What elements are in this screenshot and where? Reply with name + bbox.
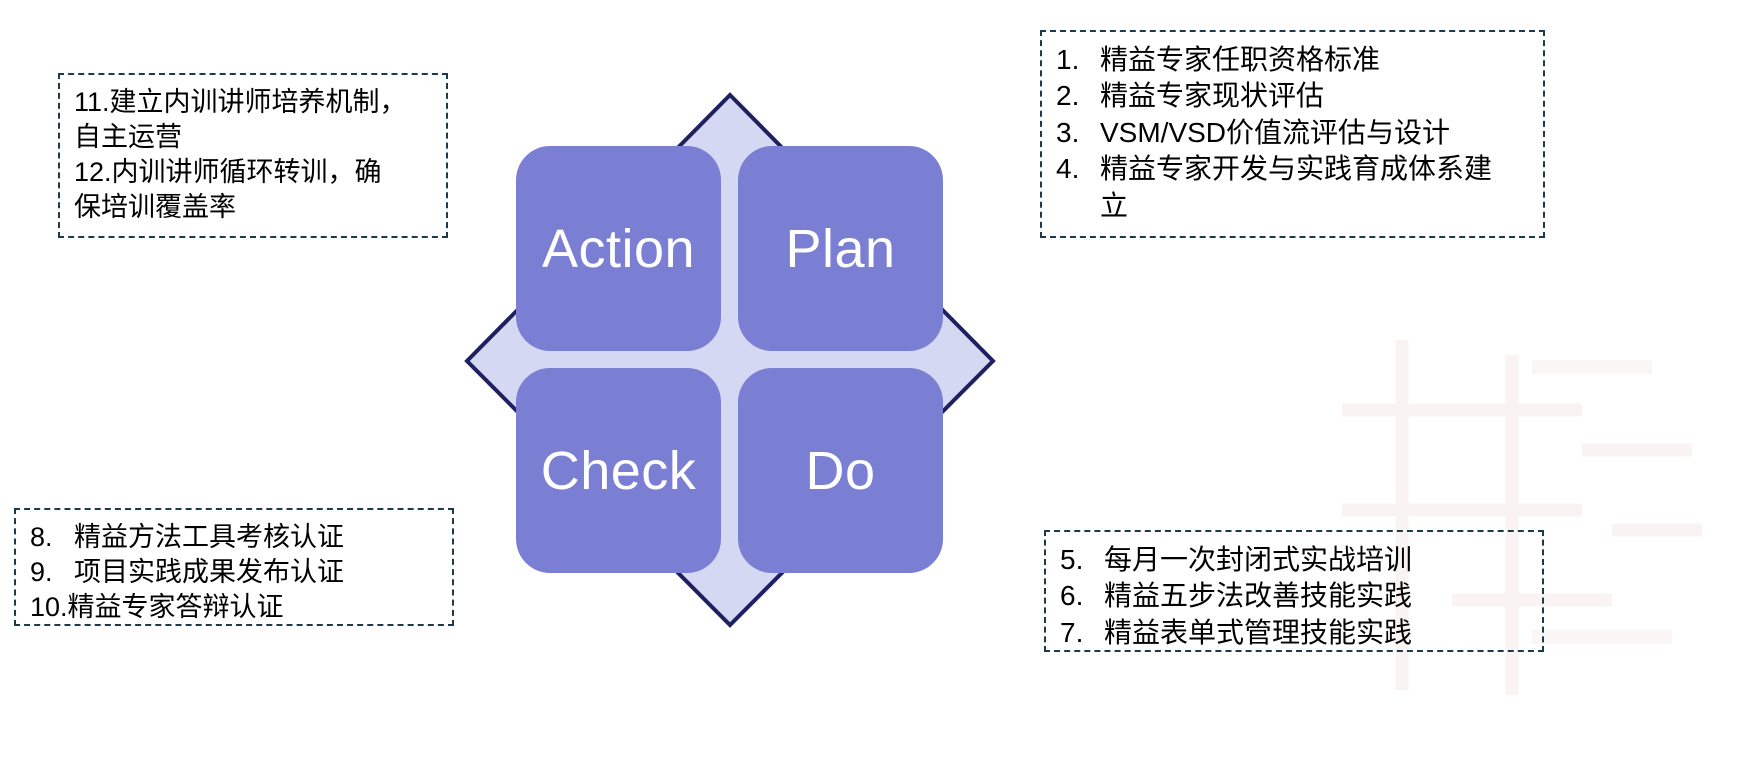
callout-line: 8. 精益方法工具考核认证 [30, 520, 440, 555]
callout-line-text: 立 [1100, 189, 1129, 221]
quadrant-plan-label: Plan [785, 218, 896, 279]
callout-line: 12. 内训讲师循环转训，确 [74, 155, 434, 190]
callout-line: 6. 精益五步法改善技能实践 [1060, 578, 1530, 614]
callout-line-text: 精益五步法改善技能实践 [1104, 580, 1413, 612]
quadrant-do[interactable]: Do [738, 368, 943, 573]
callout-top-left[interactable]: 11. 建立内训讲师培养机制， 自主运营 12. 内训讲师循环转训，确 保培训覆… [58, 73, 448, 238]
callout-line: 立 [1056, 188, 1531, 224]
callout-line-text: 精益表单式管理技能实践 [1104, 616, 1413, 648]
callout-bottom-right[interactable]: 5. 每月一次封闭式实战培训 6. 精益五步法改善技能实践 7. 精益表单式管理… [1044, 530, 1544, 652]
callout-line-number: 7. [1060, 616, 1084, 648]
watermark [1342, 340, 1702, 695]
callout-bottom-left-body: 8. 精益方法工具考核认证 9. 项目实践成果发布认证 10. 精益专家答辩认证 [16, 510, 452, 637]
callout-line-number: 6. [1060, 580, 1084, 612]
callout-line: 11. 建立内训讲师培养机制， [74, 85, 434, 120]
callout-line-text: 内训讲师循环转训，确 [111, 157, 382, 188]
callout-top-right[interactable]: 1. 精益专家任职资格标准 2. 精益专家现状评估 3. VSM/VSD价值流评… [1040, 30, 1545, 238]
callout-line: 1. 精益专家任职资格标准 [1056, 42, 1531, 78]
callout-line-text: 精益专家现状评估 [1100, 80, 1325, 112]
callout-line-text: 精益专家答辩认证 [67, 592, 284, 623]
callout-line-number: 1. [1056, 44, 1080, 75]
callout-bottom-right-body: 5. 每月一次封闭式实战培训 6. 精益五步法改善技能实践 7. 精益表单式管理… [1046, 532, 1542, 663]
callout-line-text: 每月一次封闭式实战培训 [1104, 544, 1413, 575]
quadrant-action-label: Action [541, 218, 696, 279]
callout-line-number: 10. [30, 592, 68, 623]
callout-line-text: 精益方法工具考核认证 [74, 522, 344, 552]
quadrant-check-label: Check [540, 440, 697, 501]
callout-line: 3. VSM/VSD价值流评估与设计 [1056, 115, 1531, 151]
callout-line: 保培训覆盖率 [74, 190, 434, 225]
callout-line-text: 自主运营 [74, 122, 182, 153]
pdca-core: Action Plan Check Do [455, 83, 1005, 635]
callout-line: 2. 精益专家现状评估 [1056, 78, 1531, 114]
callout-line: 自主运营 [74, 120, 434, 155]
callout-line-number: 2. [1056, 80, 1080, 112]
callout-line-number: 4. [1056, 153, 1080, 185]
callout-line-number: 8. [30, 522, 53, 552]
callout-top-left-body: 11. 建立内训讲师培养机制， 自主运营 12. 内训讲师循环转训，确 保培训覆… [60, 75, 446, 237]
callout-line: 9. 项目实践成果发布认证 [30, 555, 440, 590]
quadrant-plan[interactable]: Plan [738, 146, 943, 351]
quadrant-do-label: Do [805, 440, 876, 501]
callout-line-text: 项目实践成果发布认证 [74, 557, 344, 588]
callout-line-number: 3. [1056, 116, 1080, 148]
callout-bottom-left[interactable]: 8. 精益方法工具考核认证 9. 项目实践成果发布认证 10. 精益专家答辩认证 [14, 508, 454, 626]
callout-line-text: 建立内训讲师培养机制， [109, 87, 407, 117]
callout-line-text: VSM/VSD价值流评估与设计 [1100, 116, 1451, 148]
callout-top-right-body: 1. 精益专家任职资格标准 2. 精益专家现状评估 3. VSM/VSD价值流评… [1042, 32, 1543, 236]
callout-line-text: 精益专家任职资格标准 [1100, 44, 1381, 75]
callout-line-text: 精益专家开发与实践育成体系建 [1100, 153, 1493, 185]
callout-line-number: 12. [74, 157, 112, 188]
callout-line: 10. 精益专家答辩认证 [30, 590, 440, 625]
quadrant-action[interactable]: Action [516, 146, 721, 351]
quadrant-check[interactable]: Check [516, 368, 721, 573]
callout-line-number: 11. [74, 87, 110, 117]
callout-line: 7. 精益表单式管理技能实践 [1060, 615, 1530, 651]
callout-line-number: 5. [1060, 544, 1084, 575]
callout-line-text: 保培训覆盖率 [74, 192, 236, 223]
callout-line: 4. 精益专家开发与实践育成体系建 [1056, 151, 1531, 187]
callout-line: 5. 每月一次封闭式实战培训 [1060, 542, 1530, 578]
callout-line-number: 9. [30, 557, 53, 588]
